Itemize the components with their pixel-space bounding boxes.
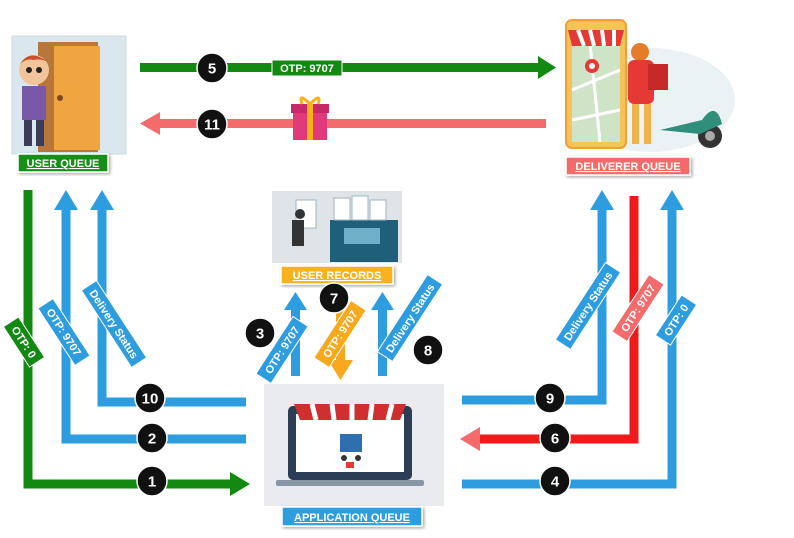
user-queue-label: USER QUEUE: [17, 153, 109, 173]
step-badge-2: 2: [136, 422, 168, 454]
arrow-step-2: [54, 190, 246, 444]
step-badge-7: 7: [318, 282, 350, 314]
svg-text:10: 10: [142, 391, 159, 408]
step-badge-9: 9: [534, 382, 566, 414]
svg-text:11: 11: [204, 117, 220, 134]
svg-text:6: 6: [551, 431, 559, 448]
svg-text:4: 4: [551, 474, 560, 491]
deliverer-queue-label-text: DELIVERER QUEUE: [575, 161, 680, 173]
step-badge-11: 11: [196, 108, 228, 140]
delivery-status-right-label: Delivery Status: [562, 270, 615, 343]
deliverer-queue-label: DELIVERER QUEUE: [565, 156, 691, 176]
user-records-label-text: USER RECORDS: [293, 270, 382, 282]
application-queue-label: APPLICATION QUEUE: [281, 506, 423, 527]
step-badge-5: 5: [196, 52, 228, 84]
arrow-step-10: [90, 190, 246, 407]
step-badge-8: 8: [412, 334, 444, 366]
step-badge-4: 4: [539, 465, 571, 497]
application-queue-label-text: APPLICATION QUEUE: [294, 512, 410, 524]
step-badge-3: 3: [244, 317, 276, 349]
delivery-status-left-box: Delivery Status: [80, 279, 148, 369]
svg-text:2: 2: [148, 431, 156, 448]
svg-text:7: 7: [330, 291, 338, 308]
arrow-step-6: [460, 196, 639, 451]
svg-text:1: 1: [148, 474, 156, 491]
arrow-step-4: [462, 190, 684, 489]
step-badge-10: 10: [134, 382, 166, 414]
step-badge-6: 6: [539, 422, 571, 454]
gift-icon: [291, 96, 329, 140]
otp-top-label: OTP: 9707: [280, 63, 334, 75]
delivery-status-right-box: Delivery Status: [554, 261, 622, 351]
user-records-illustration: [272, 191, 402, 263]
svg-text:9: 9: [546, 391, 554, 408]
svg-text:3: 3: [256, 326, 264, 343]
user-records-label: USER RECORDS: [280, 265, 394, 285]
user-queue-label-text: USER QUEUE: [27, 158, 100, 170]
user-illustration: [11, 35, 127, 155]
deliverer-illustration: [565, 19, 735, 152]
application-illustration: [264, 384, 444, 506]
svg-text:8: 8: [424, 343, 432, 360]
step-badge-1: 1: [136, 465, 168, 497]
arrow-step-11: [140, 112, 546, 135]
svg-text:5: 5: [208, 61, 216, 78]
arrow-step-8: [371, 292, 394, 376]
delivery-status-left-label: Delivery Status: [86, 288, 139, 361]
arrow-step-5: OTP: 9707: [140, 56, 556, 79]
